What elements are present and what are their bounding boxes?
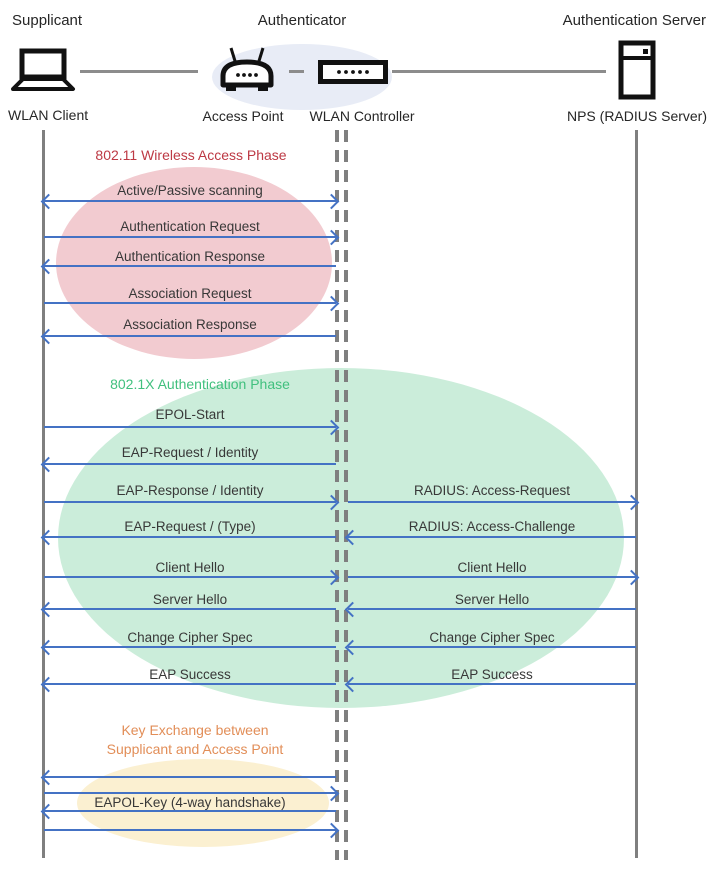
msg-label-server-hello-right: Server Hello: [454, 592, 530, 607]
connector-controller-nps: [392, 70, 606, 73]
arrow-epol-start: [44, 426, 336, 428]
arrow-authentication-response: [44, 265, 336, 267]
device-label-wlan-controller: WLAN Controller: [309, 108, 415, 124]
arrow-eap-response-identity: [44, 501, 336, 503]
msg-label-eap-request-type: EAP-Request / (Type): [124, 519, 256, 534]
arrow-association-request: [44, 302, 336, 304]
device-label-access-point: Access Point: [202, 108, 284, 124]
arrow-eapol-key-4: [44, 829, 336, 831]
arrow-client-hello-right: [348, 576, 636, 578]
server-icon: [618, 40, 656, 100]
msg-label-eap-response-identity: EAP-Response / Identity: [116, 483, 264, 498]
device-label-wlan-client: WLAN Client: [8, 107, 89, 123]
msg-label-eapol-key: EAPOL-Key (4-way handshake): [94, 795, 286, 810]
arrow-server-hello-left: [44, 608, 336, 610]
connector-ap-controller: [289, 70, 304, 73]
msg-label-epol-start: EPOL-Start: [155, 407, 225, 422]
msg-label-eap-success-right: EAP Success: [451, 667, 533, 682]
arrow-scanning: [44, 200, 336, 202]
role-label-supplicant: Supplicant: [12, 12, 83, 29]
access-point-icon: [218, 46, 276, 92]
lifeline-wlan-controller-right: [344, 130, 348, 860]
msg-label-radius-access-request: RADIUS: Access-Request: [413, 483, 571, 498]
arrow-radius-access-request: [348, 501, 636, 503]
device-label-nps: NPS (RADIUS Server): [566, 108, 708, 124]
arrow-eap-success-right: [348, 683, 636, 685]
msg-label-eap-request-identity: EAP-Request / Identity: [121, 445, 259, 460]
lifeline-wlan-controller-left: [335, 130, 339, 860]
laptop-icon: [10, 48, 76, 94]
msg-label-authentication-request: Authentication Request: [120, 219, 260, 234]
phase-key-exchange-ellipse: [77, 759, 329, 847]
phase-8021x-ellipse: [58, 368, 624, 708]
arrow-eapol-key-1: [44, 776, 336, 778]
role-label-authenticator: Authenticator: [257, 12, 347, 29]
msg-label-change-cipher-left: Change Cipher Spec: [127, 630, 253, 645]
msg-label-association-response: Association Response: [123, 317, 257, 332]
msg-label-change-cipher-right: Change Cipher Spec: [429, 630, 555, 645]
arrow-change-cipher-right: [348, 646, 636, 648]
arrow-radius-access-challenge: [348, 536, 636, 538]
msg-label-association-request: Association Request: [128, 286, 252, 301]
arrow-eapol-key-2: [44, 792, 336, 794]
phase-title-8021x: 802.1X Authentication Phase: [110, 376, 290, 392]
arrow-association-response: [44, 335, 336, 337]
arrow-eap-success-left: [44, 683, 336, 685]
msg-label-server-hello-left: Server Hello: [152, 592, 228, 607]
phase-80211-ellipse: [56, 167, 332, 359]
msg-label-eap-success-left: EAP Success: [149, 667, 231, 682]
msg-label-client-hello-left: Client Hello: [155, 560, 225, 575]
lifeline-wlan-client: [42, 130, 45, 858]
msg-label-authentication-response: Authentication Response: [114, 249, 266, 264]
arrow-client-hello-left: [44, 576, 336, 578]
connector-client-ap: [80, 70, 198, 73]
arrow-change-cipher-left: [44, 646, 336, 648]
msg-label-client-hello-right: Client Hello: [457, 560, 527, 575]
arrow-eap-request-identity: [44, 463, 336, 465]
msg-label-scanning: Active/Passive scanning: [117, 183, 263, 198]
arrow-eapol-key-3: [44, 810, 336, 812]
msg-label-radius-access-challenge: RADIUS: Access-Challenge: [408, 519, 576, 534]
phase-title-key-exchange-line2: Supplicant and Access Point: [106, 741, 284, 757]
arrow-server-hello-right: [348, 608, 636, 610]
wlan-controller-icon: [318, 60, 388, 84]
phase-title-key-exchange-line1: Key Exchange between: [121, 722, 269, 738]
role-label-authentication-server: Authentication Server: [562, 12, 706, 29]
phase-title-80211: 802.11 Wireless Access Phase: [95, 147, 287, 163]
arrow-eap-request-type: [44, 536, 336, 538]
arrow-authentication-request: [44, 236, 336, 238]
lifeline-nps: [635, 130, 638, 858]
